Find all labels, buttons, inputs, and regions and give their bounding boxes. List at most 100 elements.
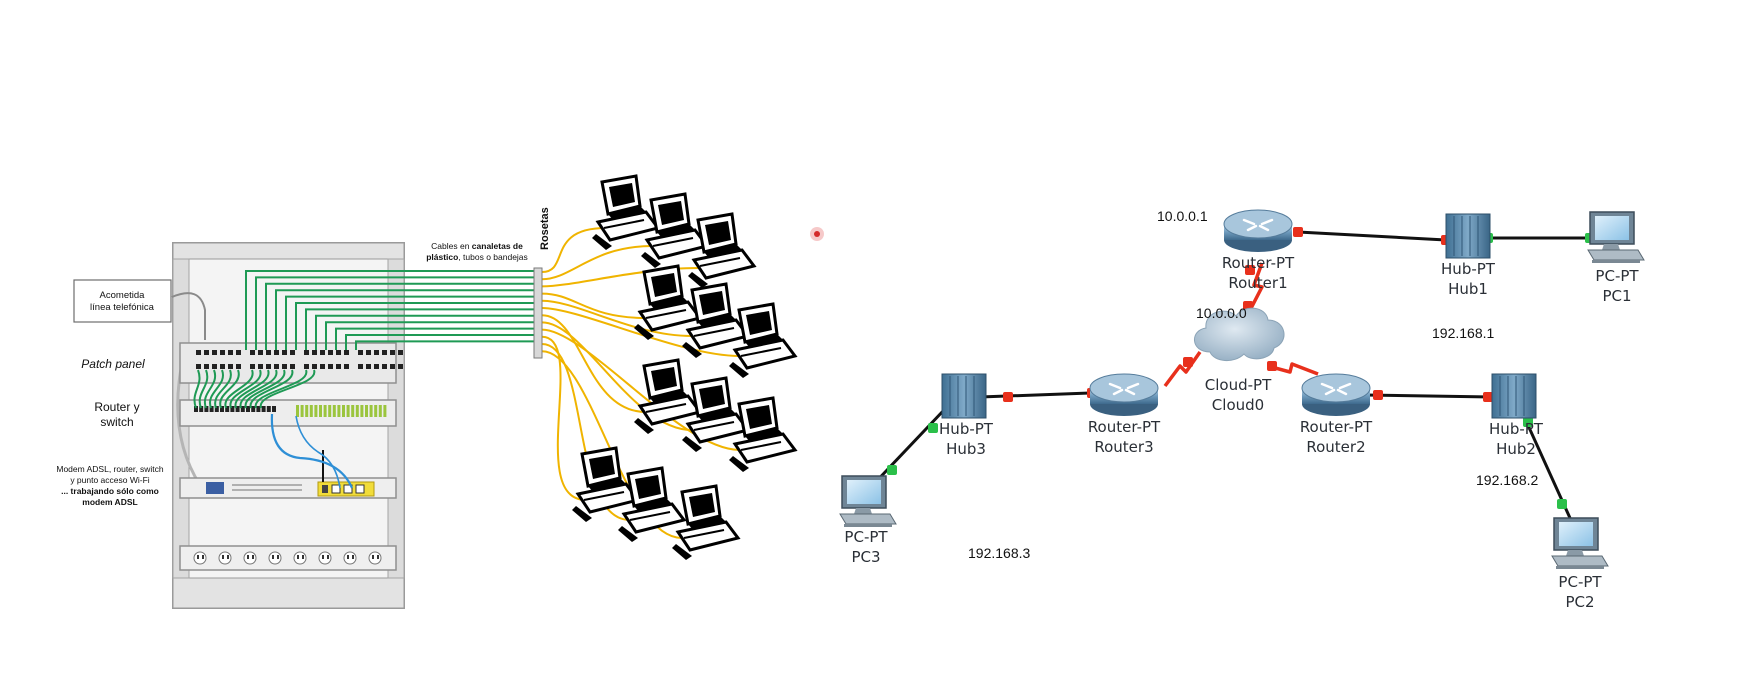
router-switch-label-1: Router y (94, 400, 139, 414)
patch-cord (214, 369, 232, 409)
switch-led (342, 405, 345, 417)
switch-port (261, 406, 266, 412)
patch-port (312, 364, 317, 369)
recording-dot-icon (810, 227, 824, 241)
switch-port (209, 406, 214, 412)
link-endpoint-dot (1373, 390, 1383, 400)
patch-port (250, 364, 255, 369)
patch-port (304, 350, 309, 355)
switch-led (378, 405, 382, 417)
patch-cord (254, 369, 308, 409)
modem-label-1: Modem ADSL, router, switch (56, 464, 164, 474)
patch-cord (244, 369, 286, 409)
patch-cord (193, 369, 201, 409)
link-endpoint-dot (928, 423, 938, 433)
link-endpoint-dot (1003, 392, 1013, 402)
patch-port (204, 350, 209, 355)
switch-port (235, 406, 240, 412)
router2-icon (1300, 372, 1372, 418)
switch-led (360, 405, 364, 417)
pc1-icon (1587, 211, 1645, 264)
hub3-type-label: Hub-PT (939, 420, 994, 438)
serial-link-router2-cloud (1267, 362, 1319, 376)
network-topology: Router-PT Router1 Hub-PT Hub1 PC-PT PC1 … (839, 208, 1645, 611)
cloud-icon (1194, 307, 1285, 361)
patch-port (374, 350, 379, 355)
link-endpoint-dot (887, 465, 897, 475)
patch-port (266, 350, 271, 355)
switch-port (214, 406, 219, 412)
modem-label-4: modem ADSL (82, 497, 137, 507)
router-switch-label-2: switch (100, 415, 133, 429)
hub2-type-label: Hub-PT (1489, 420, 1544, 438)
patch-cord (239, 369, 278, 409)
patch-port (366, 350, 371, 355)
switch-led (328, 405, 332, 417)
link-endpoint-dot (1293, 227, 1303, 237)
patch-port (344, 350, 349, 355)
lan1-network-label: 192.168.1 (1432, 325, 1494, 341)
rosetas-label: Rosetas (539, 207, 551, 250)
power-strip (179, 545, 397, 571)
pc1-type-label: PC-PT (1595, 267, 1639, 285)
green-cable (315, 314, 534, 350)
green-cable (245, 270, 534, 350)
pc1-name-label: PC1 (1602, 287, 1631, 305)
router3-name-label: Router3 (1094, 438, 1153, 456)
patch-cord (249, 369, 294, 409)
yellow-drop-cable (541, 321, 693, 431)
switch-led (355, 405, 359, 417)
switch-led (369, 405, 373, 417)
pc3-icon (839, 475, 897, 528)
switch-port (256, 406, 261, 412)
yellow-drop-cable (541, 292, 647, 319)
acometida-box (73, 279, 172, 323)
hub1-type-label: Hub-PT (1441, 260, 1496, 278)
rosetas-connectors (533, 267, 543, 359)
workstation-icon (727, 302, 797, 380)
switch-port (240, 406, 245, 412)
patch-port (282, 350, 287, 355)
patch-port (290, 364, 295, 369)
workstation-icon (670, 484, 740, 562)
patch-port (312, 350, 317, 355)
yellow-drop-cable (541, 328, 741, 451)
patch-port (228, 364, 233, 369)
cables-caption-2: plástico, tubos o bandejas (426, 252, 528, 262)
cloud-type-label: Cloud-PT (1205, 376, 1272, 394)
patch-port (304, 364, 309, 369)
pc2-name-label: PC2 (1565, 593, 1594, 611)
pc3-name-label: PC3 (851, 548, 880, 566)
switch-port (266, 406, 271, 412)
router3-type-label: Router-PT (1088, 418, 1161, 436)
patch-port (266, 364, 271, 369)
patch-cord (259, 369, 316, 409)
green-cable (265, 282, 534, 350)
switch-port (220, 406, 224, 412)
patch-port (250, 350, 255, 355)
patch-port (374, 364, 379, 369)
switch-port (246, 406, 250, 412)
pc2-type-label: PC-PT (1558, 573, 1602, 591)
router1-type-label: Router-PT (1222, 254, 1295, 272)
yellow-drop-cable (541, 227, 607, 273)
cloud-network-label: 10.0.0.0 (1196, 305, 1247, 321)
link-endpoint-dot (1267, 361, 1277, 371)
link-endpoint-dot (1523, 417, 1533, 427)
switch-unit (179, 399, 397, 427)
yellow-drop-cable (541, 314, 647, 413)
hub2-name-label: Hub2 (1496, 440, 1536, 458)
patch-port (358, 350, 363, 355)
switch-led (383, 405, 387, 417)
yellow-drop-cable (541, 343, 631, 521)
patch-port (274, 350, 279, 355)
patch-port (212, 364, 217, 369)
hub3-name-label: Hub3 (946, 440, 986, 458)
switch-led (314, 405, 318, 417)
patch-port (196, 350, 201, 355)
patch-port (290, 350, 295, 355)
link-endpoint-dot (1483, 392, 1493, 402)
link-endpoint-dot (1183, 357, 1193, 367)
switch-led (296, 405, 299, 417)
